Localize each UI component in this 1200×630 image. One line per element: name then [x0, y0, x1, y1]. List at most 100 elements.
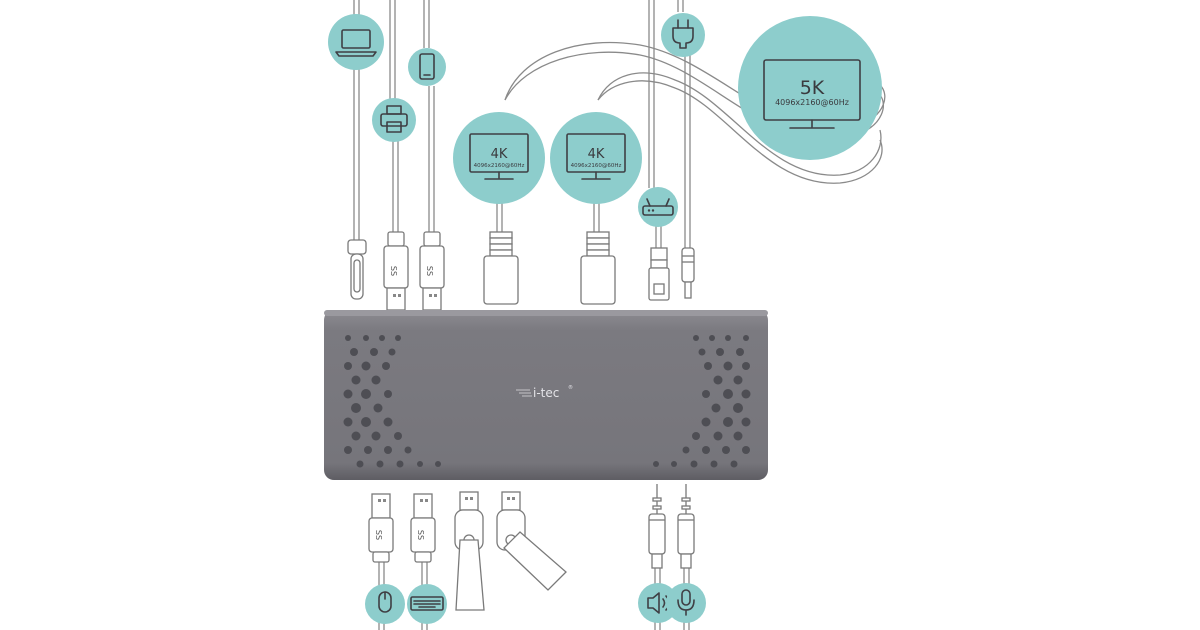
vent-hole	[702, 390, 710, 398]
router-icon	[638, 187, 678, 227]
vent-hole	[723, 417, 733, 427]
vent-hole	[361, 389, 371, 399]
svg-text:SS: SS	[416, 530, 425, 540]
usb-flash-drive-1	[454, 491, 485, 611]
svg-text:4096x2160@60Hz: 4096x2160@60Hz	[474, 163, 525, 169]
vent-hole	[690, 460, 698, 468]
vent-hole	[741, 389, 751, 399]
vent-hole	[741, 417, 751, 427]
smartphone-icon	[408, 48, 446, 86]
vent-hole	[692, 432, 700, 440]
vent-hole	[730, 460, 738, 468]
vent-hole	[710, 460, 718, 468]
vent-hole	[742, 362, 750, 370]
vent-hole	[736, 348, 744, 356]
vent-hole	[394, 432, 402, 440]
power-plug-icon	[661, 13, 705, 57]
vent-hole	[364, 446, 372, 454]
svg-text:i-tec: i-tec	[533, 386, 559, 400]
vent-hole	[698, 348, 706, 356]
vent-hole	[723, 389, 733, 399]
displayport-connector-middle	[580, 231, 616, 305]
svg-text:5K: 5K	[800, 77, 825, 99]
usb-c-connector	[347, 239, 367, 300]
vent-hole	[371, 431, 381, 441]
audio-jack-microphone	[677, 484, 695, 569]
vent-hole	[704, 362, 712, 370]
vent-hole	[388, 348, 396, 356]
ethernet-connector	[648, 247, 670, 301]
svg-text:4096x2160@60Hz: 4096x2160@60Hz	[571, 163, 622, 169]
vent-hole	[435, 461, 441, 467]
vent-hole	[376, 460, 384, 468]
svg-text:4K: 4K	[491, 147, 508, 162]
printer-icon	[372, 98, 416, 142]
brand-logo: i-tec ®	[516, 384, 573, 400]
vent-hole	[701, 417, 711, 427]
usb-a-connector-keyboard: SS	[410, 493, 436, 563]
vent-hole	[384, 446, 392, 454]
audio-jack-speaker	[648, 484, 666, 569]
vent-hole	[382, 362, 390, 370]
svg-text:SS: SS	[425, 266, 434, 276]
vent-hole	[361, 417, 371, 427]
svg-text:SS: SS	[389, 266, 398, 276]
vent-hole	[713, 431, 723, 441]
vent-hole	[379, 335, 385, 341]
displayport-connector-left	[483, 231, 519, 305]
svg-text:®: ®	[568, 384, 573, 391]
vent-hole	[351, 375, 361, 385]
vent-hole	[371, 375, 381, 385]
svg-text:4K: 4K	[588, 147, 605, 162]
vent-hole	[351, 403, 361, 413]
vent-hole	[723, 361, 733, 371]
usb-a-connector-printer: SS	[383, 231, 409, 311]
vent-hole	[733, 403, 743, 413]
vent-holes-right	[653, 335, 751, 468]
vent-hole	[725, 335, 731, 341]
laptop-icon	[328, 14, 384, 70]
usb-flash-drive-2	[496, 491, 567, 591]
svg-text:SS: SS	[374, 530, 383, 540]
docking-station-body: i-tec ®	[324, 310, 768, 480]
mouse-icon	[365, 584, 405, 624]
vent-hole	[351, 431, 361, 441]
vent-hole	[671, 461, 677, 467]
vent-hole	[345, 335, 351, 341]
vent-hole	[343, 389, 353, 399]
vent-hole	[743, 335, 749, 341]
vent-hole	[733, 375, 743, 385]
vent-hole	[733, 431, 743, 441]
vent-hole	[396, 460, 404, 468]
vent-hole	[383, 417, 393, 427]
vent-hole	[356, 460, 364, 468]
vent-hole	[693, 335, 699, 341]
usb-a-connector-mouse: SS	[368, 493, 394, 563]
vent-hole	[344, 362, 352, 370]
speaker-icon	[638, 583, 678, 623]
power-barrel-connector	[681, 247, 695, 299]
vent-hole	[373, 403, 383, 413]
vent-hole	[711, 403, 721, 413]
display-4k-middle: 4K 4096x2160@60Hz	[550, 112, 642, 204]
vent-hole	[384, 390, 392, 398]
vent-holes-left	[343, 335, 441, 468]
display-5k-right: 5K 4096x2160@60Hz	[738, 16, 882, 160]
vent-hole	[682, 446, 690, 454]
vent-hole	[344, 446, 352, 454]
display-4k-left: 4K 4096x2160@60Hz	[453, 112, 545, 204]
vent-hole	[343, 417, 353, 427]
svg-text:4096x2160@60Hz: 4096x2160@60Hz	[775, 98, 849, 107]
vent-hole	[370, 348, 378, 356]
vent-hole	[653, 461, 659, 467]
vent-hole	[395, 335, 401, 341]
vent-hole	[742, 446, 750, 454]
vent-hole	[417, 461, 423, 467]
vent-hole	[716, 348, 724, 356]
vent-hole	[363, 335, 369, 341]
keyboard-icon	[407, 584, 447, 624]
vent-hole	[722, 446, 730, 454]
vent-hole	[404, 446, 412, 454]
vent-hole	[361, 361, 371, 371]
